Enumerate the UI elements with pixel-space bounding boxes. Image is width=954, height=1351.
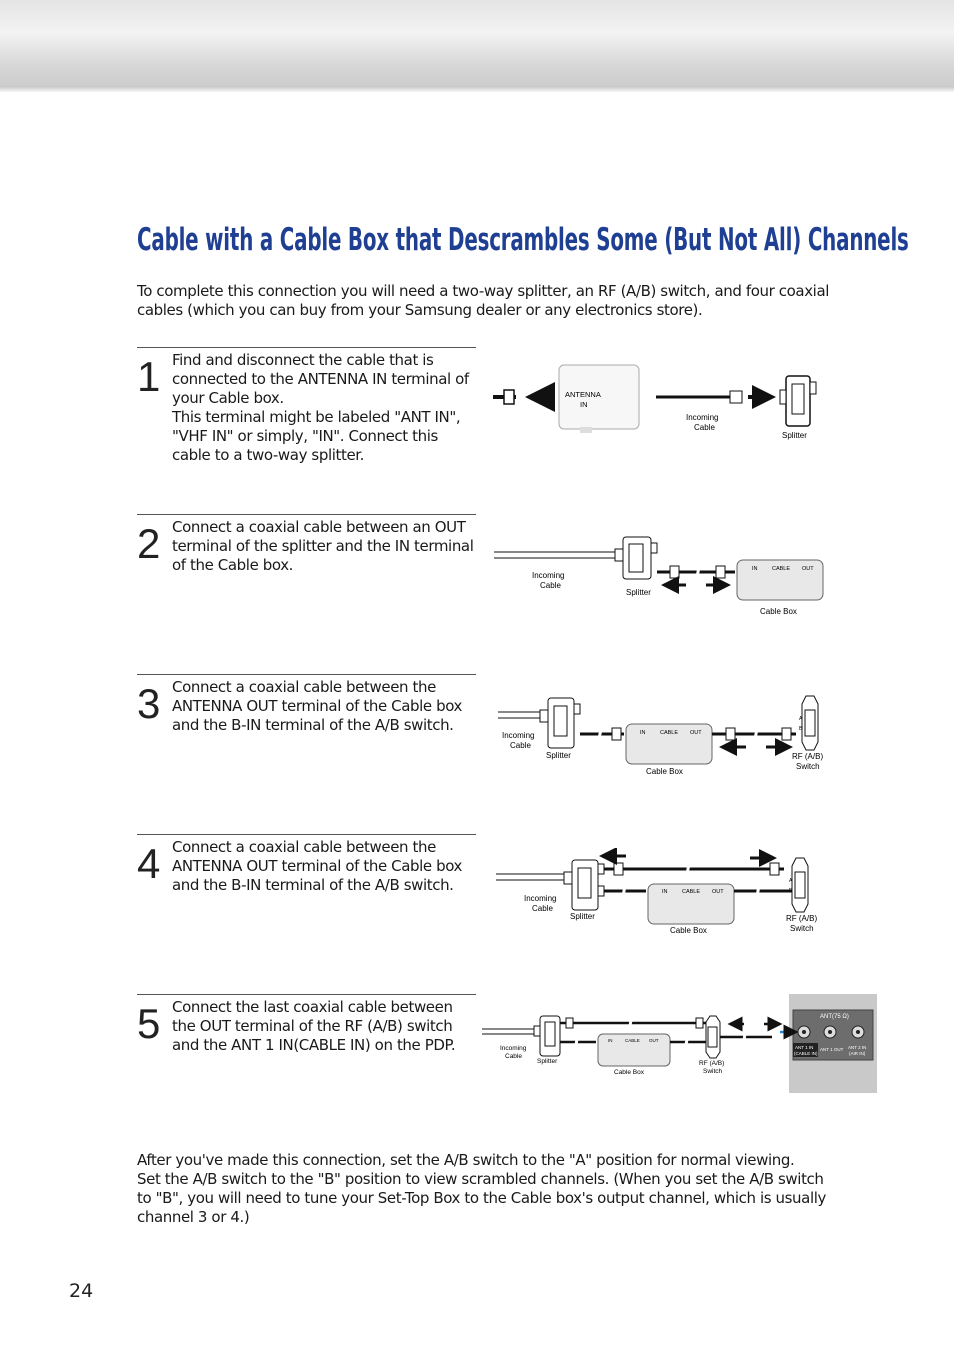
page-number: 24 bbox=[69, 1280, 94, 1302]
svg-text:Splitter: Splitter bbox=[537, 1058, 558, 1065]
svg-text:Cable Box: Cable Box bbox=[614, 1069, 645, 1076]
header-band bbox=[0, 0, 954, 92]
cable-box: IN CABLE OUT bbox=[736, 559, 824, 601]
svg-text:ANTENNA: ANTENNA bbox=[565, 390, 601, 399]
step-5: 5 Connect the last coaxial cable between… bbox=[137, 994, 476, 1095]
svg-text:Cable Box: Cable Box bbox=[670, 926, 707, 935]
svg-text:IN: IN bbox=[662, 889, 668, 895]
step-3: 3 Connect a coaxial cable between the AN… bbox=[137, 674, 476, 815]
step-2-diagram: Incoming Cable Splitter IN CABLE OUT Cab… bbox=[494, 536, 824, 616]
svg-text:Switch: Switch bbox=[796, 762, 820, 771]
svg-text:Incoming: Incoming bbox=[502, 731, 534, 740]
outro-paragraph: After you've made this connection, set t… bbox=[137, 1151, 827, 1227]
step-4-diagram: Incoming Cable Splitter IN CABLE OUT Cab… bbox=[496, 848, 817, 935]
svg-text:ANT 1 OUT: ANT 1 OUT bbox=[820, 1047, 844, 1052]
splitter bbox=[614, 536, 658, 580]
svg-text:IN: IN bbox=[752, 566, 758, 572]
svg-text:A: A bbox=[799, 716, 803, 722]
svg-text:OUT: OUT bbox=[712, 889, 724, 895]
svg-text:RF (A/B): RF (A/B) bbox=[786, 914, 817, 923]
splitter bbox=[563, 859, 605, 911]
svg-text:Cable Box: Cable Box bbox=[646, 767, 683, 776]
pdp-antenna-panel: ANT(75 Ω) ANT 1 IN (CABLE IN) ANT 1 OUT … bbox=[780, 994, 877, 1093]
svg-text:ANT 2 IN: ANT 2 IN bbox=[848, 1045, 866, 1050]
svg-text:B: B bbox=[789, 888, 793, 894]
svg-text:Splitter: Splitter bbox=[570, 912, 595, 921]
svg-text:Cable Box: Cable Box bbox=[760, 607, 797, 616]
svg-text:CABLE: CABLE bbox=[625, 1038, 640, 1043]
svg-text:OUT: OUT bbox=[649, 1038, 659, 1043]
svg-text:CABLE: CABLE bbox=[682, 889, 700, 895]
svg-text:RF (A/B): RF (A/B) bbox=[699, 1060, 724, 1067]
svg-text:CABLE: CABLE bbox=[772, 566, 790, 572]
outro-line: After you've made this connection, set t… bbox=[137, 1151, 795, 1169]
svg-text:RF (A/B): RF (A/B) bbox=[792, 752, 823, 761]
cable-connector bbox=[493, 389, 516, 405]
step-number: 5 bbox=[137, 1000, 161, 1047]
svg-text:Cable: Cable bbox=[540, 581, 561, 590]
splitter bbox=[533, 1015, 561, 1057]
ab-switch: A B bbox=[789, 857, 809, 913]
step-number: 3 bbox=[137, 680, 161, 727]
svg-text:Switch: Switch bbox=[790, 924, 814, 933]
svg-text:CABLE: CABLE bbox=[660, 730, 678, 736]
svg-text:OUT: OUT bbox=[802, 566, 814, 572]
step-text: Connect a coaxial cable between an OUT t… bbox=[172, 518, 474, 574]
svg-text:OUT: OUT bbox=[690, 730, 702, 736]
svg-text:Cable: Cable bbox=[505, 1053, 522, 1060]
svg-text:Cable: Cable bbox=[532, 904, 553, 913]
intro-paragraph: To complete this connection you will nee… bbox=[137, 282, 830, 319]
step-2: 2 Connect a coaxial cable between an OUT… bbox=[137, 514, 476, 655]
ab-switch bbox=[705, 1015, 721, 1059]
svg-text:Incoming: Incoming bbox=[532, 571, 564, 580]
step-text: Connect a coaxial cable between the ANTE… bbox=[172, 838, 463, 894]
cable-box: IN CABLE OUT bbox=[625, 723, 713, 765]
label-incoming: Incoming bbox=[686, 413, 718, 422]
splitter bbox=[779, 375, 817, 427]
step-1: 1 Find and disconnect the cable that is … bbox=[137, 347, 476, 498]
step-3-diagram: Incoming Cable Splitter IN CABLE OUT Cab… bbox=[498, 695, 823, 776]
step-4: 4 Connect a coaxial cable between the AN… bbox=[137, 834, 476, 975]
outro-line: Set the A/B switch to the "B" position t… bbox=[137, 1170, 826, 1226]
step-5-diagram: Incoming Cable Splitter IN CABLE OUT Cab… bbox=[482, 994, 877, 1093]
cable-box: IN CABLE OUT bbox=[597, 1033, 671, 1067]
step-number: 2 bbox=[137, 520, 161, 567]
svg-text:(AIR IN): (AIR IN) bbox=[849, 1051, 866, 1056]
svg-text:Splitter: Splitter bbox=[546, 751, 571, 760]
svg-text:Incoming: Incoming bbox=[500, 1045, 527, 1052]
svg-text:IN: IN bbox=[580, 400, 588, 409]
svg-text:IN: IN bbox=[640, 730, 646, 736]
step-1-diagram: ANTENNA IN Incoming Cable Splitter bbox=[493, 364, 817, 440]
svg-text:A: A bbox=[789, 878, 793, 884]
svg-text:Splitter: Splitter bbox=[626, 588, 651, 597]
step-number: 1 bbox=[137, 353, 161, 400]
svg-text:Switch: Switch bbox=[703, 1068, 723, 1075]
label-splitter: Splitter bbox=[782, 431, 807, 440]
splitter bbox=[539, 697, 581, 749]
svg-text:B: B bbox=[799, 726, 803, 732]
page-title: Cable with a Cable Box that Descrambles … bbox=[137, 222, 909, 258]
step-number: 4 bbox=[137, 840, 161, 887]
label-cable: Cable bbox=[694, 423, 715, 432]
svg-text:Incoming: Incoming bbox=[524, 894, 556, 903]
cable-box: IN CABLE OUT bbox=[647, 883, 735, 925]
svg-text:(CABLE IN): (CABLE IN) bbox=[794, 1051, 818, 1056]
svg-text:Cable: Cable bbox=[510, 741, 531, 750]
svg-text:ANT 1 IN: ANT 1 IN bbox=[795, 1045, 813, 1050]
step-text: Find and disconnect the cable that is co… bbox=[172, 351, 469, 464]
f-connector bbox=[729, 390, 743, 404]
svg-text:IN: IN bbox=[608, 1038, 613, 1043]
step-text: Connect a coaxial cable between the ANTE… bbox=[172, 678, 463, 734]
ab-switch: A B bbox=[799, 695, 819, 751]
svg-text:ANT(75 Ω): ANT(75 Ω) bbox=[820, 1014, 849, 1020]
cable-box-terminal: ANTENNA IN bbox=[558, 364, 640, 433]
step-text: Connect the last coaxial cable between t… bbox=[172, 998, 456, 1054]
